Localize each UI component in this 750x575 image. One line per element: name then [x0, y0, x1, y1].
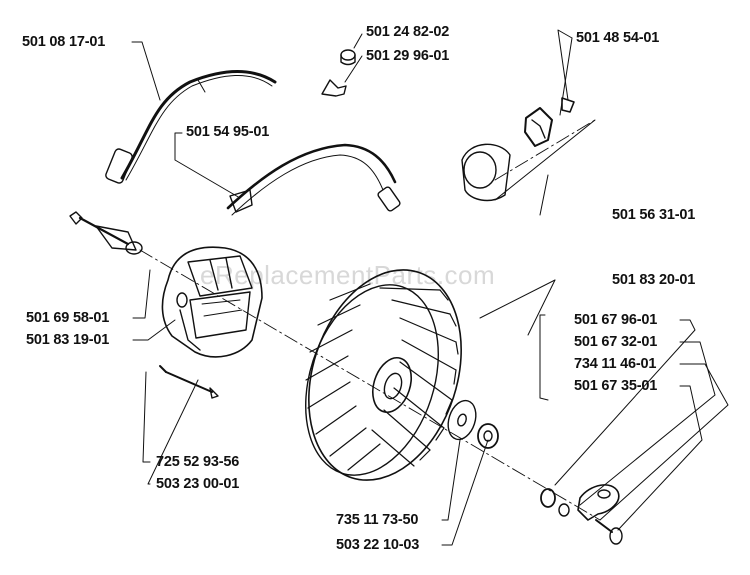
mounting-bolts	[69, 211, 219, 399]
stop-switch	[461, 97, 596, 216]
part-number-label: 501 67 32-01	[574, 334, 658, 350]
part-number-label: 501 69 58-01	[26, 310, 110, 326]
part-number-label: 501 08 17-01	[22, 34, 106, 50]
part-number-label: 734 11 46-01	[574, 356, 657, 372]
part-number-label: 503 23 00-01	[156, 476, 240, 492]
center-axis	[139, 119, 601, 521]
part-number-label: 501 48 54-01	[576, 30, 660, 46]
part-number-label: 501 54 95-01	[186, 124, 270, 140]
part-number-label: 501 83 20-01	[612, 272, 696, 288]
part-number-label: 501 24 82-02	[366, 24, 450, 40]
clip-parts	[321, 49, 356, 97]
watermark: eReplacementParts.com	[200, 260, 496, 290]
part-number-label: 501 29 96-01	[366, 48, 450, 64]
ignition-module	[161, 246, 263, 358]
part-number-label: 503 22 10-03	[336, 537, 420, 553]
part-number-label: 501 83 19-01	[26, 332, 110, 348]
part-number-label: 501 67 96-01	[574, 312, 658, 328]
washer-nut	[447, 399, 499, 449]
starter-pawl	[540, 484, 623, 545]
part-number-label: 725 52 93-56	[156, 454, 240, 470]
ignition-lead	[105, 70, 277, 184]
switch-wire	[226, 143, 401, 216]
part-number-label: 735 11 73-50	[336, 512, 419, 528]
part-number-label: 501 67 35-01	[574, 378, 658, 394]
flywheel	[305, 269, 462, 481]
part-number-label: 501 56 31-01	[612, 207, 696, 223]
